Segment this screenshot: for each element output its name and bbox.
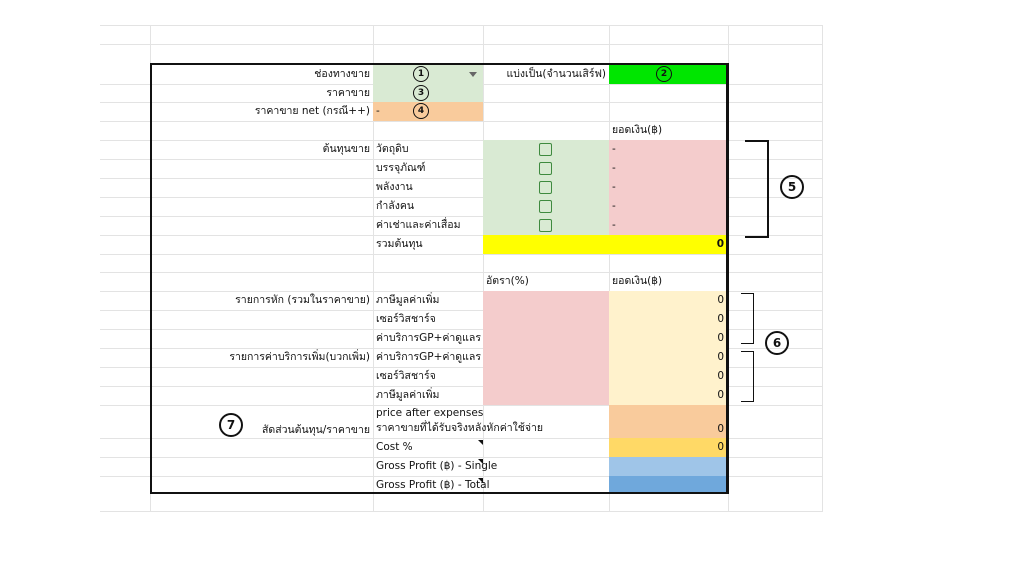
gp-single-label: Gross Profit (฿) - Single xyxy=(376,460,498,472)
price-after-expenses-cell[interactable] xyxy=(609,405,728,438)
deduction-group-label: รายการหัก (รวมในราคาขาย) xyxy=(235,294,370,306)
deduction-item-label: ภาษีมูลค่าเพิ่ม xyxy=(376,294,440,306)
rate-column xyxy=(483,291,609,405)
addon-group-label: รายการค่าบริการเพิ่ม(บวกเพิ่ม) xyxy=(229,351,370,363)
comment-marker-icon[interactable] xyxy=(478,478,483,483)
addon-bracket xyxy=(741,351,754,402)
deduction-item-label: เซอร์วิสชาร์จ xyxy=(376,313,436,325)
deduction-amount-header: ยอดเงิน(฿) xyxy=(612,275,663,287)
badge-7: 7 xyxy=(219,413,243,437)
cost-item-label: กำลังคน xyxy=(376,200,415,212)
cost-item-checkbox[interactable] xyxy=(539,219,552,232)
total-cost-label: รวมต้นทุน xyxy=(376,238,423,250)
deduction-item-label: ค่าบริการGP+ค่าดูแลร xyxy=(376,332,481,344)
cost-item-checkbox[interactable] xyxy=(539,162,552,175)
total-cost-row-fill xyxy=(483,235,728,254)
cost-item-value: - xyxy=(612,181,616,193)
comment-marker-icon[interactable] xyxy=(478,440,483,445)
price-label: ราคาขาย xyxy=(326,87,370,99)
price-after-expenses-value: 0 xyxy=(717,423,724,435)
gp-single-cell[interactable] xyxy=(609,457,728,476)
badge-6: 6 xyxy=(765,331,789,355)
dropdown-arrow-icon[interactable] xyxy=(469,72,477,77)
gp-total-label: Gross Profit (฿) - Total xyxy=(376,479,490,491)
deduction-item-value: 0 xyxy=(717,294,724,306)
comment-marker-icon[interactable] xyxy=(478,459,483,464)
cost-section-label: ต้นทุนขาย xyxy=(322,143,370,155)
badge-5: 5 xyxy=(780,175,804,199)
cost-item-checkbox[interactable] xyxy=(539,143,552,156)
cost-item-value: - xyxy=(612,219,616,231)
price-after-expenses-thai-label: ราคาขายที่ได้รับจริงหลังหักค่าใช้จ่าย xyxy=(376,422,544,434)
cost-amount-column xyxy=(609,140,728,235)
price-after-expenses-label: price after expenses xyxy=(376,407,484,419)
net-price-value: - xyxy=(376,105,380,117)
cost-item-label: ค่าเช่าและค่าเสื่อม xyxy=(376,219,461,231)
badge-4: 4 xyxy=(413,103,429,119)
cost-item-value: - xyxy=(612,200,616,212)
addon-item-value: 0 xyxy=(717,351,724,363)
cost-item-value: - xyxy=(612,162,616,174)
cost-pct-cell[interactable] xyxy=(609,438,728,457)
channel-label: ช่องทางขาย xyxy=(314,68,370,80)
cost-item-checkbox[interactable] xyxy=(539,181,552,194)
badge-2: 2 xyxy=(656,66,672,82)
cost-pct-label: Cost % xyxy=(376,441,413,453)
net-price-label: ราคาขาย net (กรณี++) xyxy=(254,105,370,117)
total-cost-value: 0 xyxy=(716,238,724,250)
addon-item-label: ค่าบริการGP+ค่าดูแลร xyxy=(376,351,481,363)
deduction-amount-column xyxy=(609,291,728,405)
cost-item-value: - xyxy=(612,143,616,155)
cost-item-label: พลังงาน xyxy=(376,181,413,193)
right-border xyxy=(727,63,729,494)
badge-1: 1 xyxy=(413,66,429,82)
rate-header: อัตรา(%) xyxy=(486,275,529,287)
gp-total-cell[interactable] xyxy=(609,476,728,494)
addon-item-value: 0 xyxy=(717,389,724,401)
addon-item-label: เซอร์วิสชาร์จ xyxy=(376,370,436,382)
cost-pct-value: 0 xyxy=(717,441,724,453)
deduction-item-value: 0 xyxy=(717,313,724,325)
cost-item-checkbox[interactable] xyxy=(539,200,552,213)
cost-ratio-label: สัดส่วนต้นทุน/ราคาขาย xyxy=(261,424,370,436)
addon-item-value: 0 xyxy=(717,370,724,382)
cost-item-label: วัตถุดิบ xyxy=(376,143,409,155)
cost-item-label: บรรจุภัณฑ์ xyxy=(376,162,426,174)
addon-item-label: ภาษีมูลค่าเพิ่ม xyxy=(376,389,440,401)
badge-3: 3 xyxy=(413,85,429,101)
split-label: แบ่งเป็น(จำนวนเสิร์ฟ) xyxy=(506,68,606,80)
deduction-item-value: 0 xyxy=(717,332,724,344)
cost-amount-header: ยอดเงิน(฿) xyxy=(612,124,663,136)
deduction-bracket xyxy=(741,293,754,344)
cost-bracket xyxy=(745,140,769,238)
